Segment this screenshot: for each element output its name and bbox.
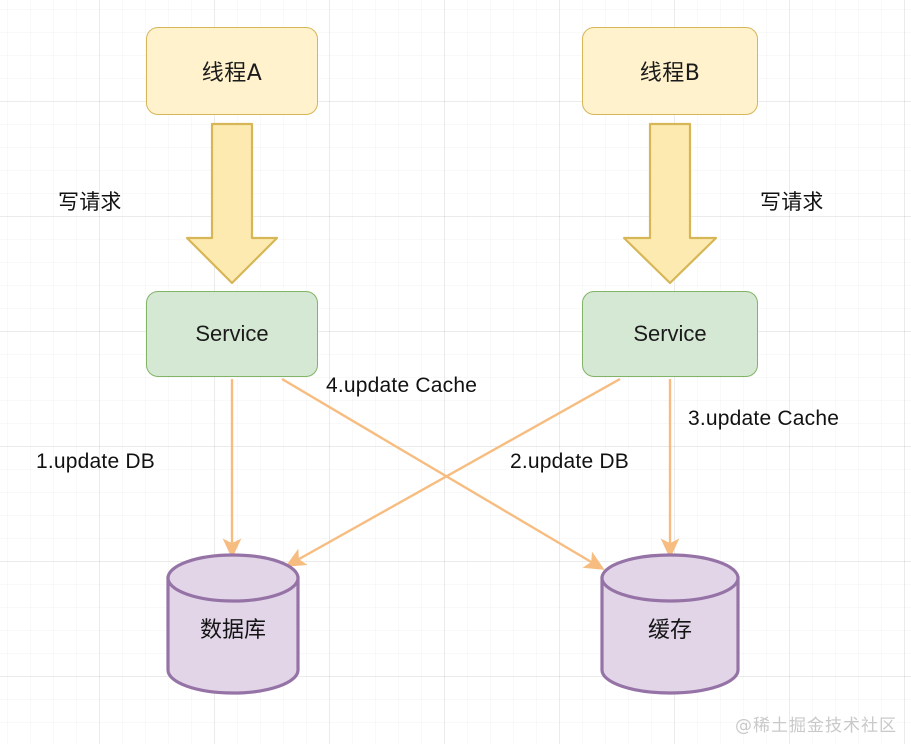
- node-database-label: 数据库: [199, 618, 266, 643]
- node-thread-b[interactable]: 线程B: [582, 27, 758, 115]
- label-write-request-right: 写请求: [760, 190, 824, 214]
- node-cache-label: 缓存: [647, 618, 692, 643]
- write-request-a-arrow: [185, 122, 279, 285]
- label-edge-1-update-db: 1.update DB: [36, 450, 155, 473]
- label-edge-3-update-cache: 3.update Cache: [688, 407, 840, 430]
- label-write-request-left: 写请求: [58, 190, 122, 214]
- node-service-a[interactable]: Service: [146, 291, 318, 377]
- label-edge-4-update-cache: 4.update Cache: [326, 374, 478, 397]
- write-request-b-arrow: [622, 122, 718, 285]
- label-edge-2-update-db: 2.update DB: [510, 450, 629, 473]
- node-thread-a[interactable]: 线程A: [146, 27, 318, 115]
- database-cylinder[interactable]: [166, 553, 300, 695]
- watermark: @稀土掘金技术社区: [735, 716, 897, 736]
- node-service-b[interactable]: Service: [582, 291, 758, 377]
- cache-cylinder[interactable]: [600, 553, 740, 695]
